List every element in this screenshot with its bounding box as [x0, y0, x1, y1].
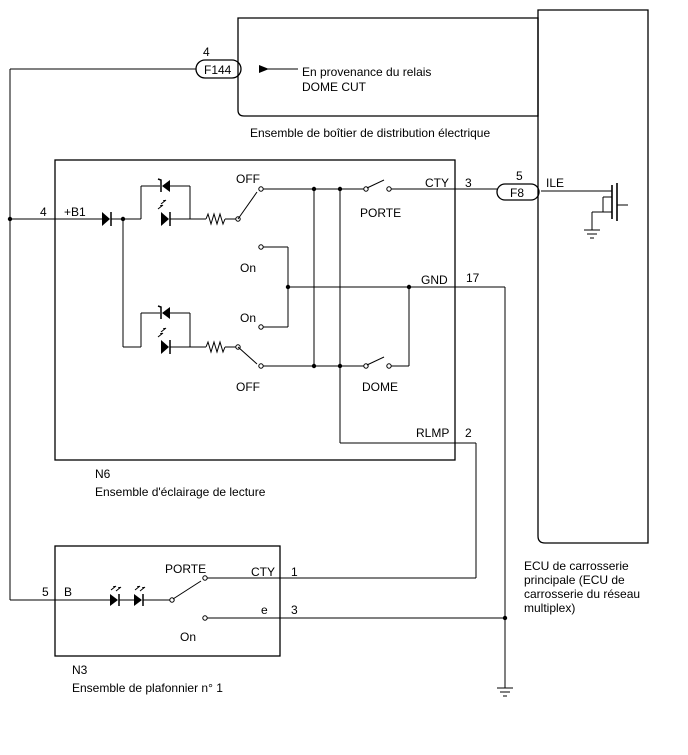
n6-assembly: N6 Ensemble d'éclairage de lecture 4 +B1… — [10, 159, 505, 499]
n6-dome: DOME — [362, 380, 398, 394]
ecu-label-line2: principale (ECU de — [524, 573, 625, 587]
n6-on-top: On — [240, 261, 256, 275]
n3-code: N3 — [72, 663, 88, 677]
n3-cty-label: CTY — [251, 565, 275, 579]
n6-rlmp-pin: 2 — [465, 426, 472, 440]
switch-bottom-lever — [237, 346, 258, 365]
junction-box-label: Ensemble de boîtier de distribution élec… — [250, 126, 490, 140]
n3-name: Ensemble de plafonnier n° 1 — [72, 681, 223, 695]
switch-top-lever — [237, 191, 258, 220]
n3-e-label: e — [261, 603, 268, 617]
n3-b-label: B — [64, 585, 72, 599]
n3-e-pin: 3 — [291, 603, 298, 617]
ecu-label-line3: carrosserie du réseau — [524, 587, 640, 601]
n3-led1-light-icon — [110, 585, 122, 592]
n6-gnd-pin: 17 — [466, 271, 480, 285]
n6-off-top: OFF — [236, 172, 260, 186]
led-top-light-icon — [157, 199, 167, 210]
n6-cty-pin: 3 — [465, 176, 472, 190]
n6-b1-pin: 4 — [40, 205, 47, 219]
f8-label: F8 — [510, 186, 524, 200]
n3-led2-light-icon — [134, 585, 146, 592]
n3-on: On — [180, 630, 196, 644]
n6-porte: PORTE — [360, 206, 401, 220]
n6-rlmp-label: RLMP — [416, 426, 449, 440]
ecu-label-line4: multiplex) — [524, 601, 575, 615]
connector-f144: 4 F144 — [195, 45, 242, 79]
n3-cty-pin: 1 — [291, 565, 298, 579]
led-bottom-icon — [161, 340, 169, 354]
junction-box: En provenance du relais DOME CUT Ensembl… — [237, 17, 539, 140]
n3-porte: PORTE — [165, 562, 206, 576]
n3-led2-icon — [134, 594, 142, 606]
ecu-label-line1: ECU de carrosserie — [524, 559, 629, 573]
n3-b-pin: 5 — [42, 585, 49, 599]
n6-gnd-label: GND — [421, 273, 448, 287]
resistor-bottom-icon — [205, 340, 226, 354]
f144-label: F144 — [204, 63, 232, 77]
n3-led1-icon — [110, 594, 118, 606]
dome-switch-lever — [366, 356, 385, 366]
n6-b1-label: +B1 — [64, 205, 86, 219]
n6-off-bottom: OFF — [236, 380, 260, 394]
n6-code: N6 — [95, 467, 111, 481]
ecu-transistor-symbol — [541, 183, 628, 239]
f8-pin: 5 — [516, 169, 523, 183]
n6-name: Ensemble d'éclairage de lecture — [95, 485, 266, 499]
input-diode-icon — [102, 212, 110, 226]
zener-diode-top-icon — [162, 180, 170, 192]
external-wiring — [7, 68, 513, 697]
from-relay-line2: DOME CUT — [302, 80, 367, 94]
n3-switch-lever — [172, 580, 202, 600]
ground-icon — [497, 687, 513, 697]
zener-diode-bottom-icon — [162, 307, 170, 319]
led-bottom-light-icon — [157, 327, 167, 338]
n3-assembly: N3 Ensemble de plafonnier n° 1 5 B PORTE… — [42, 545, 505, 695]
resistor-top-icon — [205, 212, 226, 226]
f144-pin: 4 — [203, 45, 210, 59]
connector-f8: 5 F8 — [496, 169, 540, 201]
ecu-ile-terminal: ILE — [546, 176, 564, 190]
n6-on-bottom: On — [240, 311, 256, 325]
led-top-icon — [161, 212, 169, 226]
n6-cty-label: CTY — [425, 176, 449, 190]
porte-switch-lever — [366, 179, 385, 189]
from-relay-line1: En provenance du relais — [302, 65, 431, 79]
body-ecu: ILE ECU de carrosserie principale (ECU d… — [524, 9, 649, 615]
